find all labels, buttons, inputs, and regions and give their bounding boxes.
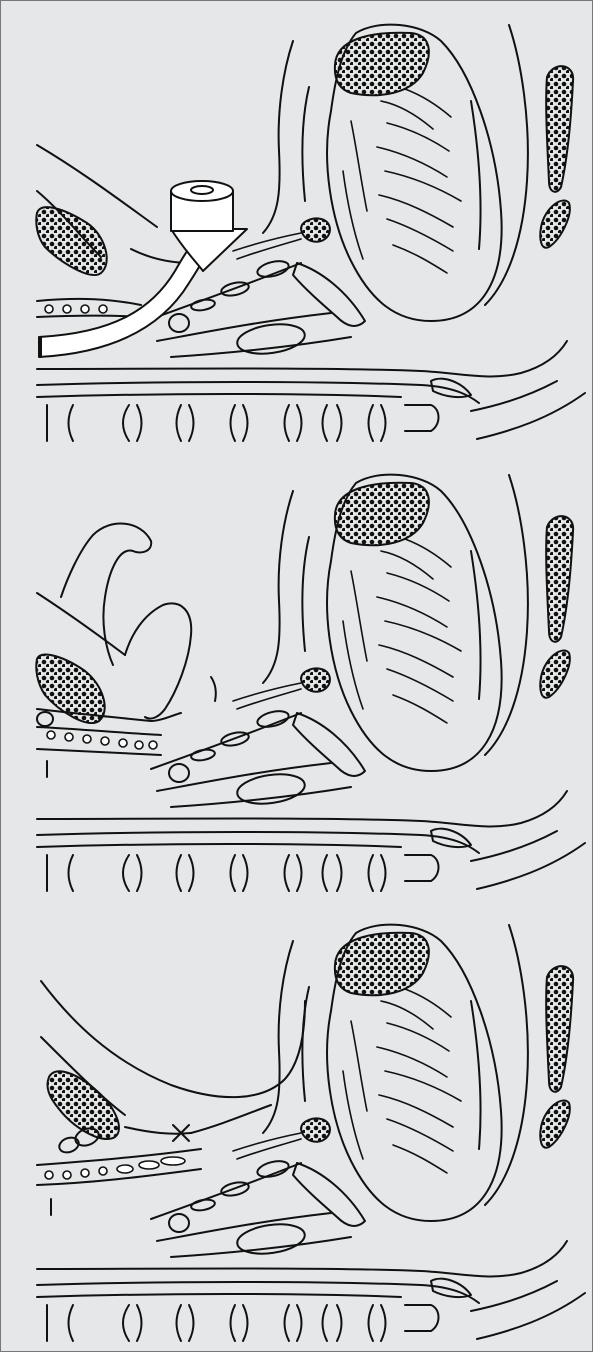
panel-top [36, 25, 585, 441]
panel-middle [36, 475, 585, 891]
pubic-bone-left [36, 207, 106, 275]
panel-bottom [37, 925, 585, 1341]
pubic-bone-left [47, 1071, 118, 1139]
